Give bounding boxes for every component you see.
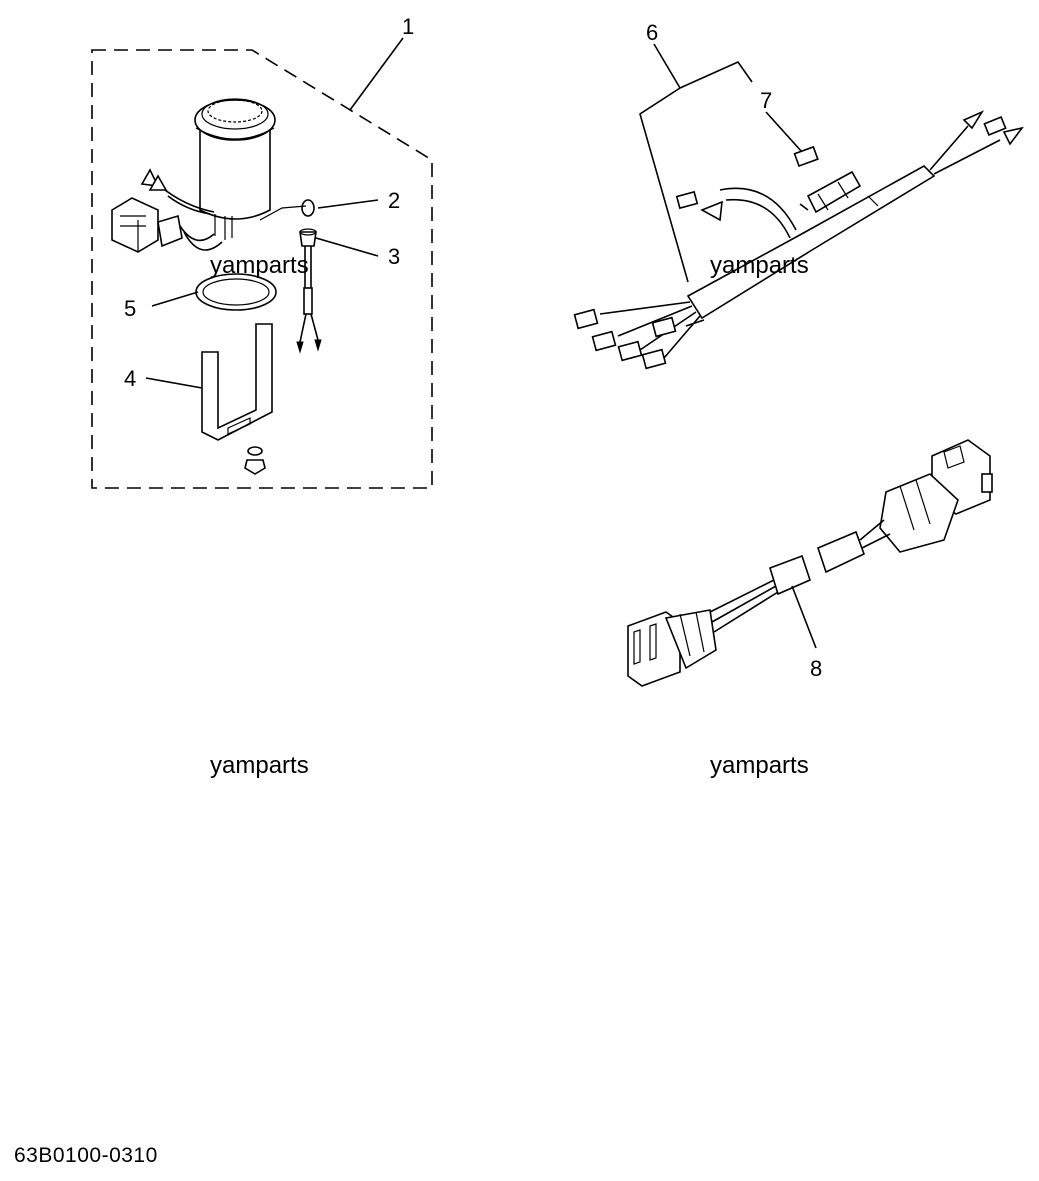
callout-8: 8 bbox=[810, 656, 822, 681]
extension-harness-8 bbox=[627, 439, 993, 687]
watermark: yamparts bbox=[710, 752, 809, 779]
callout-2: 2 bbox=[388, 188, 400, 213]
callout-1: 1 bbox=[402, 14, 414, 39]
wire-harness-6 bbox=[573, 43, 1024, 370]
callout-7: 7 bbox=[760, 88, 772, 113]
watermark: yamparts bbox=[210, 252, 309, 279]
watermark: yamparts bbox=[210, 752, 309, 779]
kit-assembly-1 bbox=[91, 37, 433, 489]
bulb-and-socket bbox=[259, 199, 322, 354]
meter-connector bbox=[111, 168, 223, 253]
diagram-code: 63B0100-0310 bbox=[14, 1144, 158, 1167]
callout-5: 5 bbox=[124, 296, 136, 321]
kit-boundary bbox=[91, 49, 433, 489]
callout-6: 6 bbox=[646, 20, 658, 45]
callout-4: 4 bbox=[124, 366, 136, 391]
meter-body bbox=[194, 98, 276, 240]
callout-3: 3 bbox=[388, 244, 400, 269]
watermark: yamparts bbox=[710, 252, 809, 279]
gasket-ring bbox=[195, 273, 277, 311]
left-leaders bbox=[145, 37, 404, 389]
mounting-bracket bbox=[201, 323, 273, 475]
